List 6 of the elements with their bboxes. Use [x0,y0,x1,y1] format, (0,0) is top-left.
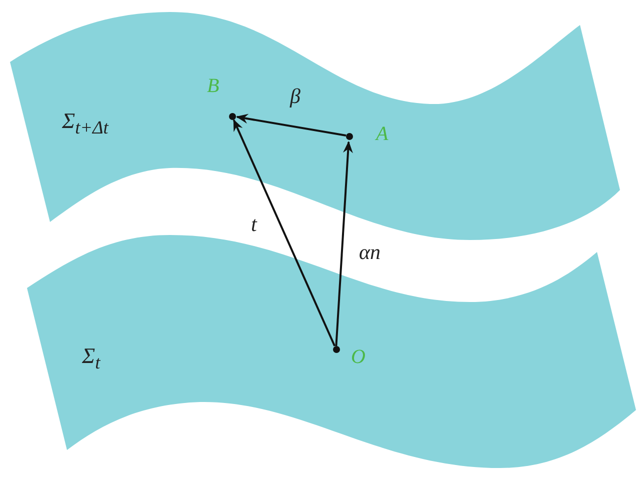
surface-label: Σ$_{t}$ [82,345,100,372]
surface-label: Σ$_{t+Δt}$ [62,110,108,137]
point-label: B [207,76,220,96]
point-label: A [376,124,388,144]
edge-label: β [289,86,302,107]
point-label: O [351,347,366,367]
